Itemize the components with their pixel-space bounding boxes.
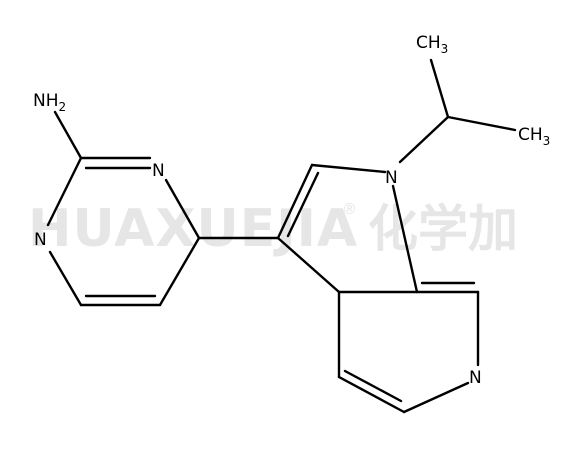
bond-c6-n1	[48, 250, 83, 307]
atom-label-ch3-right: CH3	[518, 125, 550, 148]
bond-c3-c2-double	[286, 171, 320, 238]
bond-n1-ch	[398, 115, 450, 164]
bonds	[46, 58, 517, 414]
bond-nh2-c2	[53, 110, 83, 160]
atom-label-n-pyrimidine-left: N	[34, 230, 47, 250]
bond-n1-c2	[46, 156, 83, 227]
bond-ch-ch3-right	[446, 115, 517, 132]
atom-labels: NH2 N N N N CH3 CH3	[33, 33, 550, 388]
bond-n6-c5	[402, 381, 470, 414]
atom-label-n-pyridine: N	[469, 368, 482, 388]
bond-c3a-c3	[276, 236, 341, 294]
watermark: HUAXUEJIA ® 化学加	[28, 199, 518, 259]
watermark-cjk: 化学加	[368, 200, 518, 258]
watermark-registered-mark: ®	[342, 200, 357, 218]
bond-c5-c4	[337, 375, 406, 414]
bond-n1-c7a	[391, 184, 419, 294]
bond-c2-n1	[310, 163, 387, 174]
atom-label-n-indole: N	[385, 168, 398, 188]
atom-label-n-pyrimidine-top: N	[152, 161, 165, 181]
atom-label-nh2: NH2	[33, 91, 66, 114]
bond-c3-c2	[276, 163, 314, 240]
bond-n3-c4	[164, 178, 201, 240]
bond-ch-ch3-top	[429, 58, 450, 119]
bond-c5-c4-double	[343, 369, 403, 403]
atom-label-ch3-top: CH3	[416, 33, 448, 56]
bond-c4-c5	[158, 236, 201, 307]
